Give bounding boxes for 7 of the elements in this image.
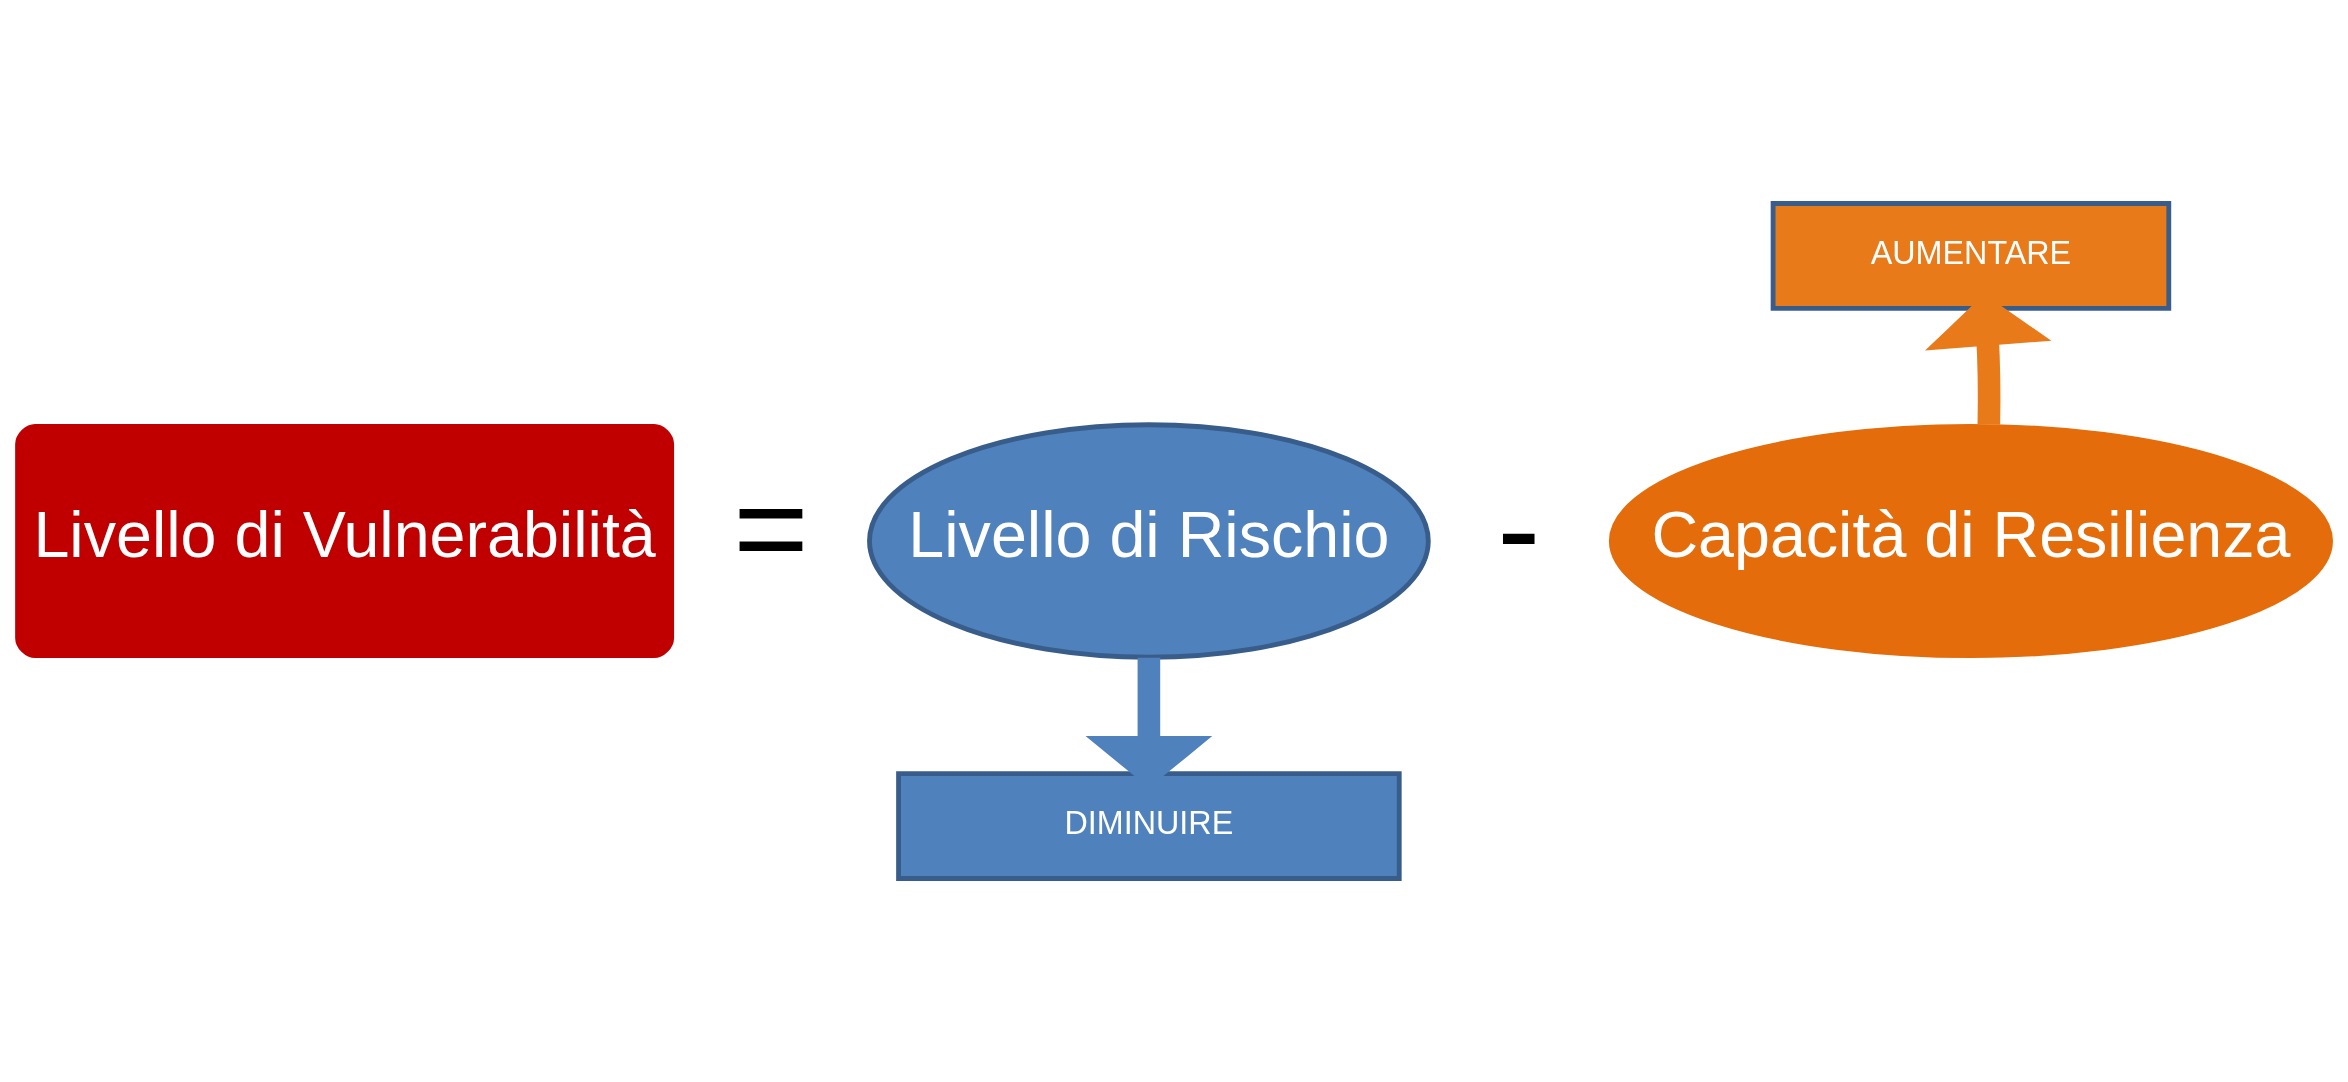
label: - xyxy=(1497,456,1541,601)
label: = xyxy=(733,456,809,601)
node-box: Livello di Vulnerabilità xyxy=(15,423,675,659)
node-box: DIMINUIRE xyxy=(896,771,1402,881)
node-ellipse: Livello di Rischio xyxy=(867,422,1431,660)
node-box: AUMENTARE xyxy=(1770,201,2172,311)
node-ellipse: Capacità di Resilienza xyxy=(1608,423,2333,659)
